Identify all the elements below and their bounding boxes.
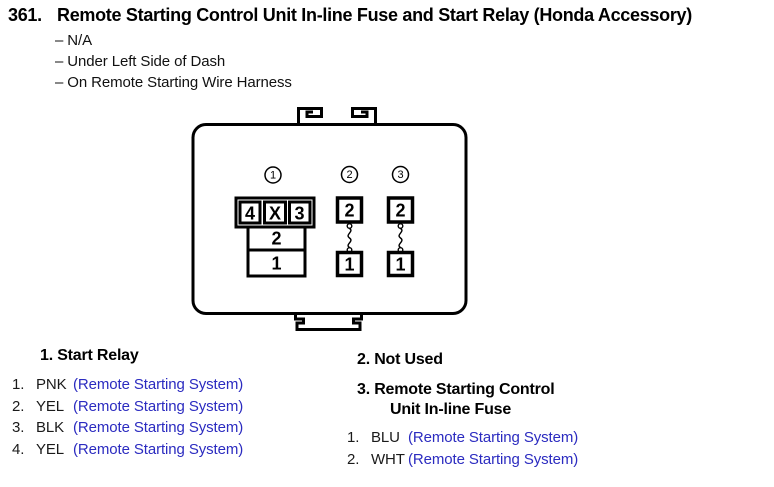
page-header: 361. Remote Starting Control Unit In-lin… bbox=[8, 5, 772, 26]
ref-label-3: 3 bbox=[397, 169, 403, 181]
wire-color-code: YEL bbox=[36, 397, 65, 415]
ref-label-1: 1 bbox=[270, 170, 276, 182]
relay-pin1-label: 1 bbox=[271, 254, 281, 274]
pin-row: 3. BLK (Remote Starting System) bbox=[12, 417, 243, 439]
conn2-fuse-squiggle bbox=[347, 227, 352, 249]
location-note: – On Remote Starting Wire Harness bbox=[55, 74, 292, 91]
conn3-wire-terminal-top bbox=[397, 222, 404, 229]
legend-heading-inline-fuse-line1: 3. Remote Starting Control bbox=[357, 381, 555, 398]
relay-pinX-label: X bbox=[269, 204, 281, 224]
legend-heading-not-used: 2. Not Used bbox=[357, 351, 443, 368]
conn2-wire-terminal-top bbox=[346, 222, 353, 229]
pin-row: 1. PNK (Remote Starting System) bbox=[12, 374, 243, 396]
pin-number: 1. bbox=[347, 429, 360, 446]
pin-number: 2. bbox=[347, 451, 360, 468]
location-note: – N/A bbox=[55, 32, 93, 49]
conn2-pin1-label: 1 bbox=[344, 255, 354, 275]
relay-pinX-cell bbox=[263, 200, 287, 225]
relay-pin1-cell bbox=[246, 248, 307, 278]
conn3-pin1-label: 1 bbox=[395, 255, 405, 275]
conn2-pin1-cell bbox=[335, 250, 364, 278]
inline-fuse-pin-list: 1. BLU (Remote Starting System) 2. WHT (… bbox=[347, 427, 578, 471]
pin-number: 2. bbox=[12, 397, 25, 415]
conn2-pin2-cell bbox=[335, 196, 364, 224]
pin-row: 2. WHT (Remote Starting System) bbox=[347, 449, 578, 471]
top-mount-tab-left bbox=[297, 107, 323, 124]
system-link[interactable]: (Remote Starting System) bbox=[73, 441, 244, 459]
pin-number: 3. bbox=[12, 419, 25, 437]
wire-color-code: PNK bbox=[36, 376, 67, 393]
ref-circle-1 bbox=[264, 166, 282, 184]
pin-number: 1. bbox=[12, 376, 25, 393]
wire-color-code: BLU bbox=[371, 429, 400, 446]
system-link[interactable]: (Remote Starting System) bbox=[73, 397, 244, 415]
conn3-pin2-label: 2 bbox=[395, 201, 405, 221]
location-note: – Under Left Side of Dash bbox=[55, 53, 226, 70]
system-link[interactable]: (Remote Starting System) bbox=[408, 429, 579, 446]
relay-pin4-label: 4 bbox=[245, 204, 255, 224]
ref-label-2: 2 bbox=[346, 169, 352, 181]
conn3-pin1-cell bbox=[386, 250, 415, 278]
figure-number: 361. bbox=[8, 5, 42, 25]
wire-color-code: BLK bbox=[36, 419, 65, 437]
wire-color-code: YEL bbox=[36, 441, 65, 459]
system-link[interactable]: (Remote Starting System) bbox=[73, 419, 244, 437]
pin-row: 2. YEL (Remote Starting System) bbox=[12, 396, 243, 418]
conn2-pin2-label: 2 bbox=[344, 201, 354, 221]
pin-row: 4. YEL (Remote Starting System) bbox=[12, 439, 243, 461]
relay-pin3-label: 3 bbox=[294, 204, 304, 224]
pin-row: 1. BLU (Remote Starting System) bbox=[347, 427, 578, 449]
system-link[interactable]: (Remote Starting System) bbox=[73, 376, 244, 393]
pin-number: 4. bbox=[12, 441, 25, 459]
system-link[interactable]: (Remote Starting System) bbox=[408, 451, 579, 468]
wire-color-code: WHT bbox=[371, 451, 405, 468]
legend-heading-inline-fuse-line2: Unit In-line Fuse bbox=[390, 401, 512, 418]
ref-circle-2 bbox=[340, 165, 359, 184]
location-notes: – N/A – Under Left Side of Dash – On Rem… bbox=[55, 30, 292, 93]
conn3-fuse-squiggle bbox=[398, 227, 403, 249]
conn3-pin2-cell bbox=[386, 196, 415, 224]
ref-circle-3 bbox=[391, 165, 410, 184]
relay-pin2-label: 2 bbox=[271, 229, 281, 249]
relay-pin3-cell bbox=[288, 200, 312, 225]
legend-heading-inline-fuse: 3. Remote Starting Control Unit In-line … bbox=[357, 380, 637, 420]
connector-diagram: 1 2 3 4 X 3 2 1 2 1 2 1 bbox=[191, 107, 468, 331]
start-relay-pin-list: 1. PNK (Remote Starting System) 2. YEL (… bbox=[12, 374, 243, 461]
relay-pin4-cell bbox=[238, 200, 262, 225]
connector-body-outline bbox=[191, 123, 468, 315]
top-mount-tab-right bbox=[351, 107, 377, 124]
legend-heading-start-relay: 1. Start Relay bbox=[40, 347, 139, 364]
bottom-mount-tab bbox=[294, 314, 363, 331]
page-title: Remote Starting Control Unit In-line Fus… bbox=[57, 5, 692, 25]
